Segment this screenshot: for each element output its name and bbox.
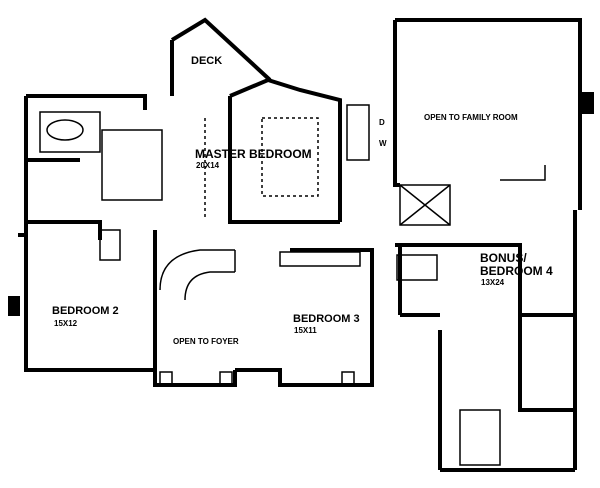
room-label-bonus: BONUS/ [480,251,527,265]
room-label-bedroom-4: BEDROOM 4 [480,264,553,278]
room-label-open-to-foyer: OPEN TO FOYER [173,337,239,346]
room-label-open-to-family-room: OPEN TO FAMILY ROOM [424,113,518,122]
appliance-label-dryer: D [379,118,385,127]
room-label-master-bedroom: MASTER BEDROOM [195,147,312,161]
room-size-bedroom-3: 15X11 [294,326,317,335]
room-label-bedroom-3: BEDROOM 3 [293,313,360,325]
room-size-bedroom-4: 13X24 [481,278,505,287]
appliance-label-washer: W [379,139,387,148]
room-label-deck: DECK [191,55,223,67]
room-size-bedroom-2: 15X12 [54,319,78,328]
room-label-bedroom-2: BEDROOM 2 [52,305,119,317]
room-size-master-bedroom: 20X14 [196,161,220,170]
